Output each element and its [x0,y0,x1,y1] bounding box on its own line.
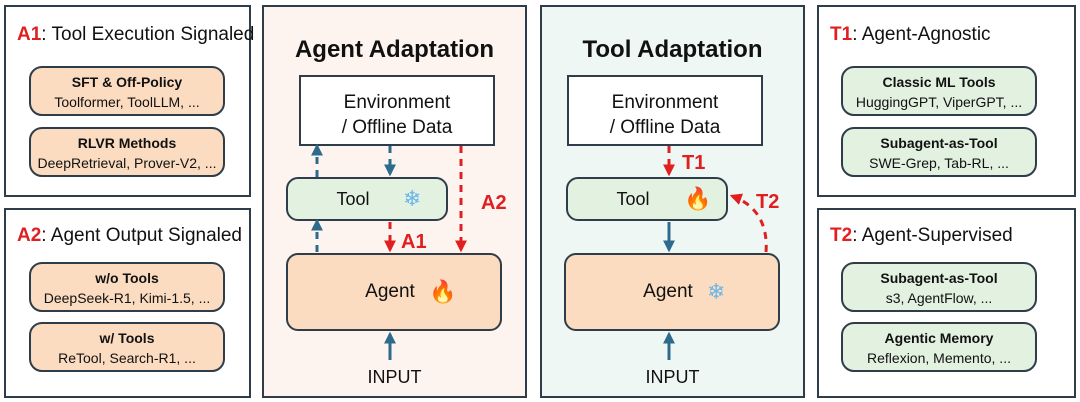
method-card-title: Subagent-as-Tool [880,270,998,286]
agent-box: Agent ❄ [564,253,780,331]
method-card-examples: DeepRetrieval, Prover-V2, ... [37,155,217,171]
agent-box: Agent 🔥 [286,253,502,331]
panel-title-text: : Tool Execution Signaled [41,24,255,45]
method-card-title: w/o Tools [95,270,159,286]
method-card-examples: SWE-Grep, Tab-RL, ... [869,155,1009,171]
method-card-examples: s3, AgentFlow, ... [885,290,993,306]
method-card-title: Classic ML Tools [882,74,996,90]
method-card: w/ Tools ReTool, Search-R1, ... [29,322,225,372]
arrow-t2 [729,193,768,253]
panel-code: T2 [830,225,853,246]
snowflake-icon: ❄ [707,279,726,304]
method-card-title: w/ Tools [99,330,155,346]
fire-icon: 🔥 [684,186,712,211]
method-card-title: SFT & Off-Policy [71,74,183,90]
method-card-examples: Reflexion, Memento, ... [867,350,1011,366]
method-card: Classic ML Tools HuggingGPT, ViperGPT, .… [841,66,1037,116]
panel-t1-title: T1: Agent-Agnostic [830,24,991,46]
label-a1: A1 [401,231,427,253]
panel-t2-title: T2: Agent-Supervised [830,225,1013,247]
input-label: INPUT [645,367,700,387]
agent-adaptation-title: Agent Adaptation [294,36,495,63]
panel-code: A1 [17,24,42,45]
panel-title-text: : Agent-Agnostic [852,24,991,45]
method-card-title: Subagent-as-Tool [880,135,998,151]
method-card: Subagent-as-Tool SWE-Grep, Tab-RL, ... [841,127,1037,177]
panel-t1: T1: Agent-Agnostic Classic ML Tools Hugg… [817,5,1076,197]
panel-a1-title: A1: Tool Execution Signaled [17,24,254,46]
panel-code: T1 [830,24,853,45]
method-card: Subagent-as-Tool s3, AgentFlow, ... [841,262,1037,312]
panel-a1: A1: Tool Execution Signaled SFT & Off-Po… [4,5,254,197]
method-card: RLVR Methods DeepRetrieval, Prover-V2, .… [29,127,225,177]
tool-adaptation-title: Tool Adaptation [582,36,763,63]
method-card-examples: ReTool, Search-R1, ... [58,350,196,366]
method-card: SFT & Off-Policy Toolformer, ToolLLM, ..… [29,66,225,116]
method-card-title: Agentic Memory [884,330,994,346]
label-t1: T1 [682,152,706,174]
method-card: w/o Tools DeepSeek-R1, Kimi-1.5, ... [29,262,225,312]
input-label: INPUT [367,367,422,387]
panel-title-text: : Agent Output Signaled [41,225,243,246]
agent-label: Agent [365,281,415,302]
tool-box: Tool ❄ [286,177,448,221]
panel-title-text: : Agent-Supervised [852,225,1013,246]
panel-t2: T2: Agent-Supervised Subagent-as-Tool s3… [817,208,1076,398]
method-card-examples: Toolformer, ToolLLM, ... [54,94,200,110]
environment-box: Environment / Offline Data [567,75,763,146]
label-a2: A2 [481,192,507,214]
method-card-examples: DeepSeek-R1, Kimi-1.5, ... [43,290,211,306]
panel-a2: A2: Agent Output Signaled w/o Tools Deep… [4,208,251,398]
tool-box: Tool 🔥 [566,177,728,221]
fire-icon: 🔥 [429,279,457,304]
method-card-examples: HuggingGPT, ViperGPT, ... [855,94,1023,110]
method-card: Agentic Memory Reflexion, Memento, ... [841,322,1037,372]
agent-label: Agent [643,281,693,302]
tool-label: Tool [616,189,650,209]
panel-tool-adaptation: Tool Adaptation Environment / Offline Da… [540,5,805,398]
environment-box: Environment / Offline Data [299,75,495,146]
panel-a2-title: A2: Agent Output Signaled [17,225,242,247]
panel-code: A2 [17,225,42,246]
method-card-title: RLVR Methods [77,135,177,151]
label-t2: T2 [756,191,780,213]
tool-label: Tool [336,189,370,209]
snowflake-icon: ❄ [403,186,422,211]
